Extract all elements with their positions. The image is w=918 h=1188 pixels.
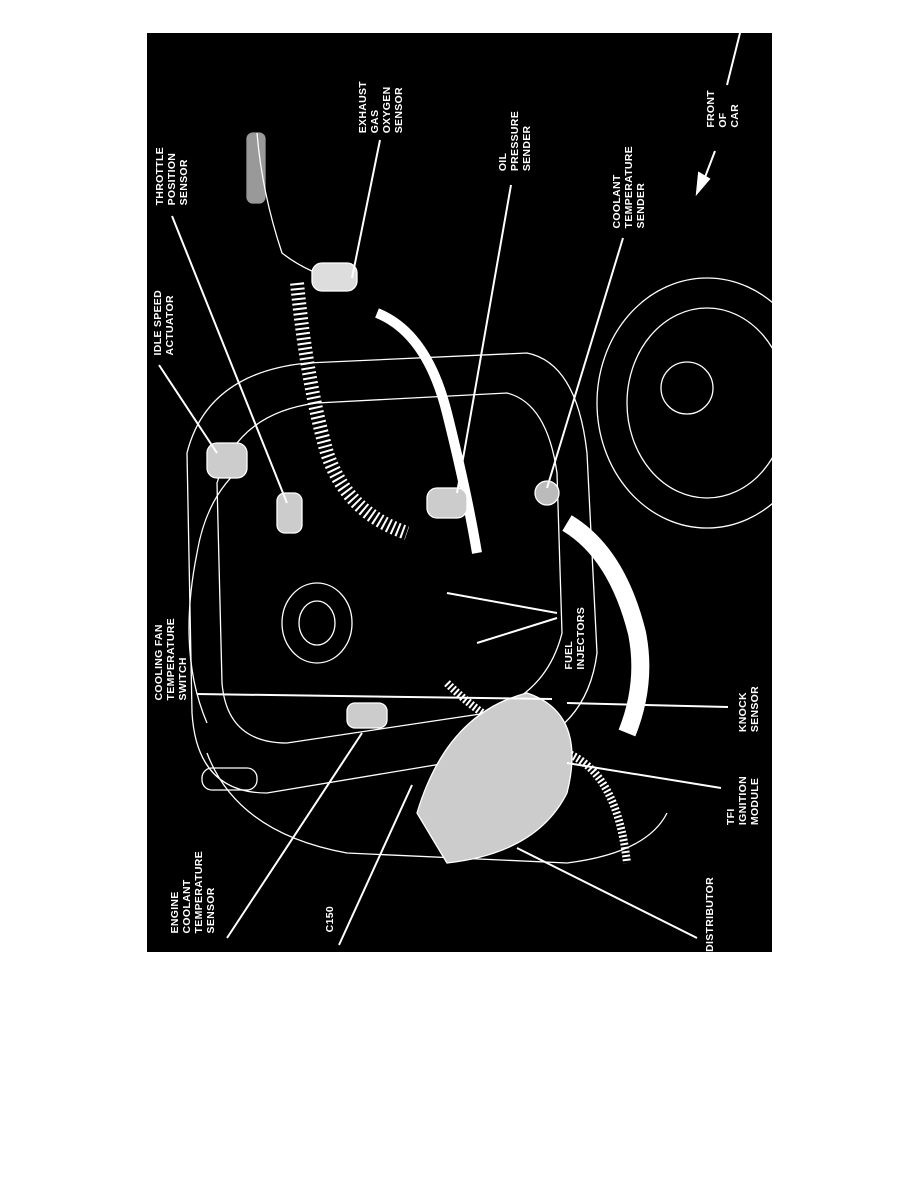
leader-engine-coolant xyxy=(226,732,363,939)
label-line: TEMPERATURE xyxy=(193,850,205,933)
intake-plenum xyxy=(188,462,248,724)
label-line: SENSOR xyxy=(205,886,217,933)
leader-lines xyxy=(158,33,741,946)
oxygen-sensor-connector xyxy=(246,132,266,204)
arrow-head-icon xyxy=(695,171,711,197)
label-line: OF xyxy=(717,112,729,128)
label-line: EXHAUST xyxy=(357,80,369,133)
label-line: ENGINE xyxy=(169,890,181,933)
front-of-car-line xyxy=(726,33,741,86)
label-distributor: DISTRIBUTOR xyxy=(704,877,716,952)
label-line: TEMPERATURE xyxy=(623,145,635,228)
label-line: TEMPERATURE xyxy=(165,617,177,700)
label-line: PRESSURE xyxy=(509,110,521,171)
oxygen-sensor-body xyxy=(311,262,358,292)
label-line: KNOCK xyxy=(737,692,749,732)
label-line: IDLE SPEED xyxy=(152,289,164,355)
leader-throttle xyxy=(171,215,288,504)
label-line: OIL xyxy=(497,152,509,171)
label-line: GAS xyxy=(369,109,381,133)
coolant-temperature-sensor xyxy=(346,702,388,729)
leader-cooling-fan xyxy=(196,693,553,700)
label-line: CAR xyxy=(729,104,741,128)
engine-illustration xyxy=(158,33,772,946)
lower-hose xyxy=(562,515,650,737)
label-line: COOLANT xyxy=(181,878,193,933)
label-line: OXYGEN xyxy=(381,86,393,133)
leader-fuel-injector-1 xyxy=(446,592,558,614)
label-line: INJECTORS xyxy=(575,607,587,670)
leader-tfi xyxy=(566,762,722,789)
air-cleaner xyxy=(596,277,772,529)
leader-oil xyxy=(456,184,512,494)
intake-port xyxy=(201,767,258,791)
leader-coolant-sender xyxy=(546,237,624,489)
leader-distributor xyxy=(516,847,698,939)
label-line: C150 xyxy=(324,905,336,932)
label-line: SENDER xyxy=(521,125,533,171)
label-c150: C150 xyxy=(324,906,336,932)
leader-exhaust xyxy=(351,139,381,279)
air-cleaner-lid xyxy=(626,307,772,499)
coolant-sender-body xyxy=(534,480,560,506)
label-line: MODULE xyxy=(749,777,761,825)
oil-pressure-sender-body xyxy=(426,487,468,519)
label-line: SENSOR xyxy=(749,685,761,732)
leader-idle xyxy=(158,364,218,454)
label-line: ACTUATOR xyxy=(164,294,176,355)
throttle-position-sensor-body xyxy=(276,492,303,534)
oxygen-sensor-wire xyxy=(256,132,348,284)
intake-manifold xyxy=(206,752,668,864)
air-cleaner-nut-ring xyxy=(660,361,714,415)
label-line: DISTRIBUTOR xyxy=(704,877,716,952)
coolant-hose xyxy=(375,308,482,554)
label-line: SWITCH xyxy=(177,656,189,700)
label-line: POSITION xyxy=(166,152,178,205)
label-line: FUEL xyxy=(563,641,575,670)
label-line: COOLING FAN xyxy=(153,623,165,700)
throttle-body xyxy=(281,582,353,664)
label-line: FRONT xyxy=(705,90,717,128)
label-line: SENSOR xyxy=(178,158,190,205)
distributor-body xyxy=(416,692,573,864)
throttle-bore xyxy=(298,600,336,646)
label-line: IGNITION xyxy=(737,775,749,825)
leader-c150 xyxy=(338,784,413,946)
label-line: COOLANT xyxy=(611,173,623,228)
label-line: SENDER xyxy=(635,182,647,228)
leader-fuel-injector-2 xyxy=(476,617,558,644)
valve-cover xyxy=(216,392,563,744)
label-line: SENSOR xyxy=(393,86,405,133)
leader-knock xyxy=(566,702,729,708)
corrugated-hose xyxy=(290,282,410,540)
label-line: TFI xyxy=(725,808,737,825)
label-line: THROTTLE xyxy=(154,146,166,205)
